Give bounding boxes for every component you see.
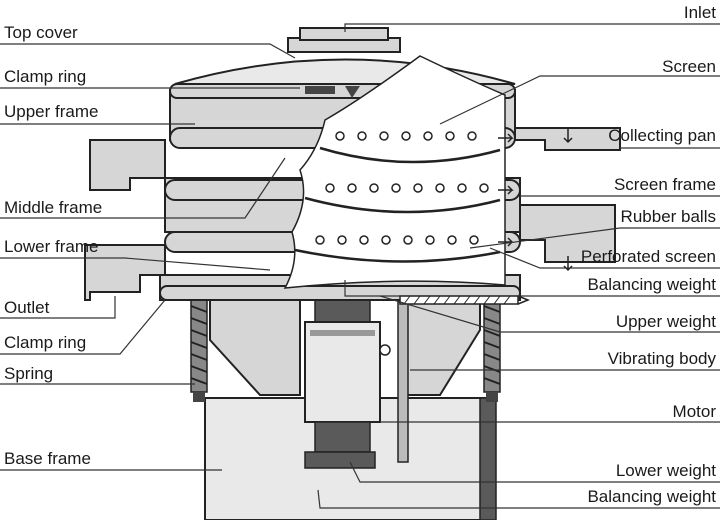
label-upper-weight: Upper weight — [616, 312, 716, 331]
leader-lines-right — [317, 23, 720, 509]
rubber-balls-row-2 — [325, 183, 489, 193]
label-balancing-weight-top: Balancing weight — [587, 275, 716, 294]
label-lower-weight: Lower weight — [616, 461, 716, 480]
label-rubber-balls: Rubber balls — [621, 207, 716, 226]
label-inlet: Inlet — [684, 3, 716, 22]
label-middle-frame: Middle frame — [4, 198, 102, 217]
top-cover-shape — [174, 27, 516, 85]
label-screen-frame: Screen frame — [614, 175, 716, 194]
rubber-balls-row-3 — [315, 235, 479, 245]
label-perforated-screen: Perforated screen — [581, 247, 716, 266]
label-clamp-ring-top: Clamp ring — [4, 67, 86, 86]
spring-left — [190, 299, 208, 402]
label-upper-frame: Upper frame — [4, 102, 98, 121]
label-balancing-weight-bottom: Balancing weight — [587, 487, 716, 506]
motor-shape — [304, 299, 391, 469]
label-collecting-pan: Collecting pan — [608, 126, 716, 145]
label-outlet: Outlet — [4, 298, 50, 317]
cutaway-interior — [283, 55, 531, 305]
label-vibrating-body: Vibrating body — [608, 349, 717, 368]
spring-right — [483, 299, 501, 402]
label-top-cover: Top cover — [4, 23, 78, 42]
label-clamp-ring-bottom: Clamp ring — [4, 333, 86, 352]
label-lower-frame: Lower frame — [4, 237, 98, 256]
label-screen: Screen — [662, 57, 716, 76]
rubber-balls-row-1 — [335, 131, 477, 141]
label-base-frame: Base frame — [4, 449, 91, 468]
label-motor: Motor — [673, 402, 717, 421]
leader-lines-left — [0, 43, 300, 471]
label-spring: Spring — [4, 364, 53, 383]
